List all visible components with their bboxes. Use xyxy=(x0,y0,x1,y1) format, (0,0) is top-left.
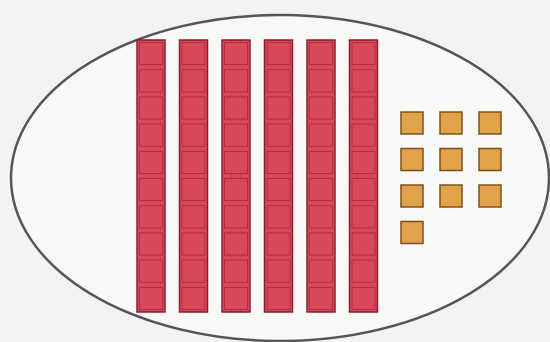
ones-cube xyxy=(440,185,462,207)
ones-cube xyxy=(479,185,501,207)
ones-cube xyxy=(479,149,501,171)
tens-rod-body xyxy=(222,40,250,312)
ones-cube xyxy=(401,222,423,244)
tens-rod-body xyxy=(350,40,378,312)
tens-rod xyxy=(180,40,208,312)
ones-cube xyxy=(479,112,501,134)
ones-cube xyxy=(440,149,462,171)
tens-rod-body xyxy=(137,40,165,312)
tens-rod xyxy=(307,40,335,312)
ones-cube xyxy=(401,112,423,134)
ones-cube xyxy=(401,149,423,171)
tens-rod-body xyxy=(307,40,335,312)
tens-rod xyxy=(265,40,293,312)
tens-rod xyxy=(222,40,250,312)
tens-rod xyxy=(350,40,378,312)
tens-rod xyxy=(137,40,165,312)
ones-cube xyxy=(401,185,423,207)
tens-rod-body xyxy=(265,40,293,312)
ones-cube xyxy=(440,112,462,134)
tens-rod-body xyxy=(180,40,208,312)
